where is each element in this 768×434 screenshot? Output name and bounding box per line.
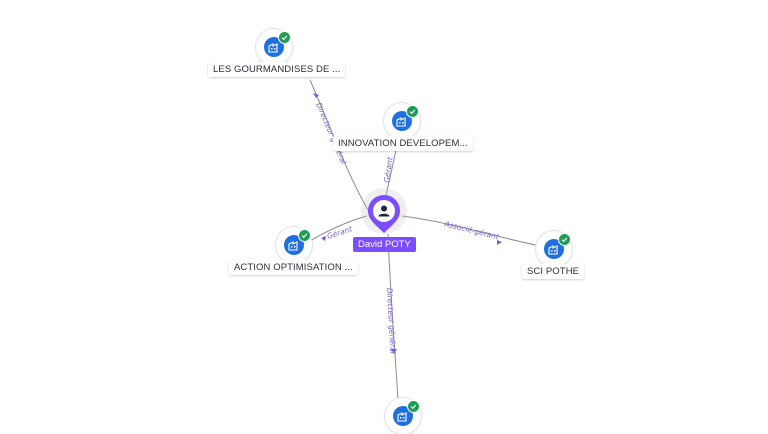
check-icon bbox=[278, 31, 291, 44]
company-node-sci-pothe[interactable] bbox=[536, 231, 572, 267]
company-label-sci-pothe[interactable]: SCI POTHE bbox=[522, 264, 585, 279]
edge-label-sci-pothe: Associé-gérant bbox=[443, 219, 501, 242]
edge-sci-pothe bbox=[401, 215, 541, 247]
check-icon bbox=[407, 400, 420, 413]
company-label-action[interactable]: ACTION OPTIMISATION ... bbox=[229, 260, 358, 275]
check-icon bbox=[298, 229, 311, 242]
edge-label-gourmandises: Directeur général bbox=[314, 101, 348, 166]
edge-label-bottom-company: Directeur général bbox=[385, 288, 397, 355]
edge-label-action: Gérant bbox=[326, 224, 354, 241]
check-icon bbox=[558, 233, 571, 246]
person-name-label[interactable]: David POTY bbox=[353, 237, 416, 252]
person-node[interactable] bbox=[366, 193, 402, 235]
edge-bottom-company bbox=[387, 233, 399, 401]
company-node-gourmandises[interactable] bbox=[256, 29, 292, 65]
edge-label-innovation: Gérant bbox=[382, 155, 395, 183]
company-label-innovation[interactable]: INNOVATION DEVELOPEM... bbox=[333, 136, 473, 151]
arrow-gourmandises bbox=[313, 93, 319, 98]
check-icon bbox=[406, 105, 419, 118]
person-icon bbox=[378, 205, 390, 217]
company-node-bottom[interactable] bbox=[385, 398, 421, 434]
company-node-innovation[interactable] bbox=[384, 103, 420, 139]
arrow-bottom-company bbox=[391, 349, 397, 354]
company-label-gourmandises[interactable]: LES GOURMANDISES DE ... bbox=[208, 62, 346, 77]
company-node-action[interactable] bbox=[276, 227, 312, 263]
edge-action bbox=[307, 215, 368, 243]
arrow-sci-pothe bbox=[497, 240, 502, 245]
arrow-action bbox=[321, 236, 326, 241]
